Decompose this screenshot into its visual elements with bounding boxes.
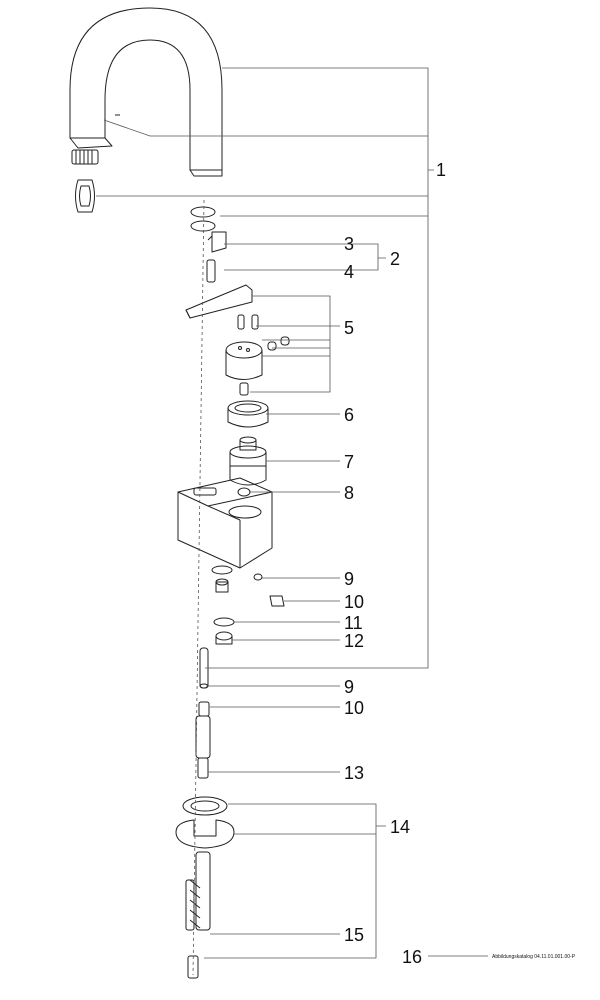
spout-part	[69, 7, 223, 177]
callout-7: 7	[344, 452, 354, 472]
mounting-parts	[175, 796, 235, 849]
callout-3: 3	[344, 234, 354, 254]
aerator-part	[71, 149, 99, 213]
callout-16: 16	[402, 947, 422, 967]
catalog-note: Abbildungskatalog 04.11.01.001.00-P	[492, 954, 576, 960]
leader-5	[250, 295, 340, 393]
callout-10-upper: 10	[344, 592, 364, 612]
callout-10-lower: 10	[344, 698, 364, 718]
callout-2: 2	[390, 249, 400, 269]
nut-part	[227, 400, 269, 428]
cartridge-part	[229, 436, 267, 486]
clip-part	[206, 231, 227, 283]
callout-11: 11	[344, 613, 363, 633]
leader-14	[204, 803, 386, 959]
callout-4: 4	[344, 262, 354, 282]
callout-9-lower: 9	[344, 677, 354, 697]
leader-2	[224, 243, 386, 271]
small-nut-part	[237, 487, 251, 497]
callout-15: 15	[344, 925, 364, 945]
callout-13: 13	[344, 763, 364, 783]
callout-6: 6	[344, 405, 354, 425]
callout-9-upper: 9	[344, 569, 354, 589]
connector-parts	[195, 647, 211, 779]
spout-orings	[190, 206, 216, 232]
leader-1	[96, 67, 434, 669]
callout-12: 12	[344, 631, 364, 651]
callout-5: 5	[344, 318, 354, 338]
callout-14: 14	[390, 817, 410, 837]
valve-body-part	[177, 477, 273, 569]
threaded-rod-part	[185, 851, 211, 979]
callout-8: 8	[344, 483, 354, 503]
callout-1: 1	[436, 160, 446, 180]
